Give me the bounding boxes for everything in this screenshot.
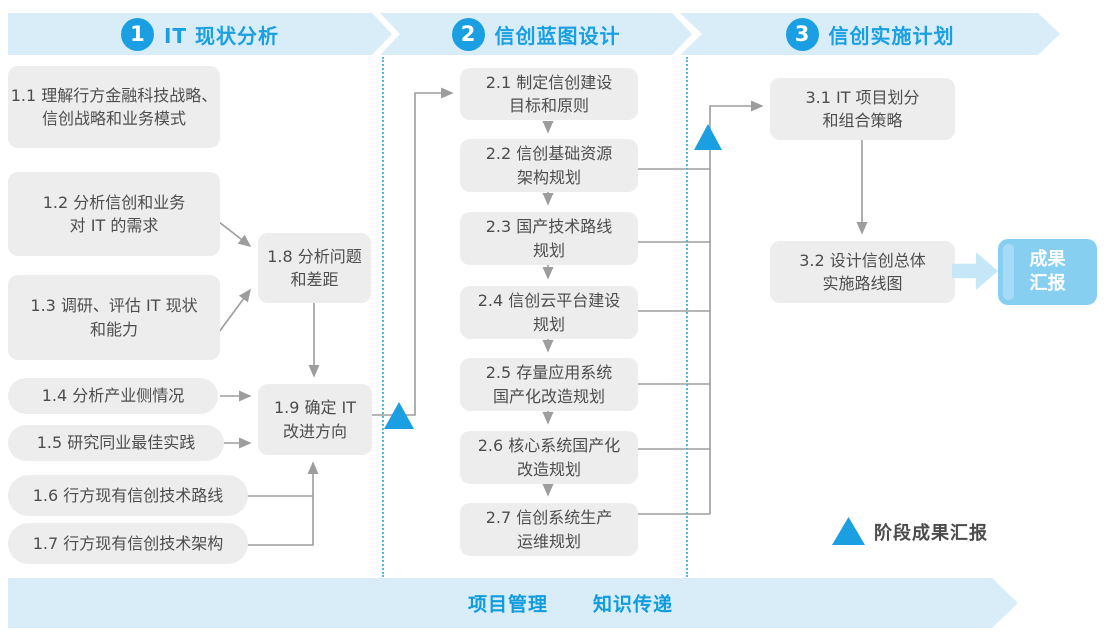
step-1-4: 1.4 分析产业侧情况 <box>8 378 218 414</box>
step-1-1: 1.1 理解行方金融科技战略、 信创战略和业务模式 <box>8 66 220 148</box>
step-3-1: 3.1 IT 项目划分 和组合策略 <box>770 78 955 140</box>
step-2-6: 2.6 核心系统国产化 改造规划 <box>460 431 638 484</box>
phase-title-3: 信创实施计划 <box>828 23 955 48</box>
step-2-2: 2.2 信创基础资源 架构规划 <box>460 139 638 192</box>
step-2-5: 2.5 存量应用系统 国产化改造规划 <box>460 358 638 411</box>
legend-label: 阶段成果汇报 <box>874 523 988 544</box>
step-2-4: 2.4 信创云平台建设 规划 <box>460 286 638 339</box>
phase-banner-1: 1 IT 现状分析 <box>8 13 392 55</box>
phase-separator-1 <box>382 57 384 577</box>
step-2-7: 2.7 信创系统生产 运维规划 <box>460 503 638 556</box>
footer-knowledge-label: 知识传递 <box>593 593 674 616</box>
footer-banner: 项目管理 知识传递 <box>8 578 1018 628</box>
step-1-3: 1.3 调研、评估 IT 现状 和能力 <box>8 275 220 360</box>
step-1-8: 1.8 分析问题 和差距 <box>258 233 371 303</box>
step-1-2: 1.2 分析信创和业务 对 IT 的需求 <box>8 172 220 256</box>
phase-banner-2: 2 信创蓝图设计 <box>380 13 692 55</box>
phase-title-1: IT 现状分析 <box>163 23 280 48</box>
report-box-label: 成果 汇报 <box>1029 248 1066 294</box>
phase-title-2: 信创蓝图设计 <box>494 23 621 48</box>
step-1-5: 1.5 研究同业最佳实践 <box>8 425 224 461</box>
step-2-1: 2.1 制定信创建设 目标和原则 <box>460 68 638 120</box>
step-1-7: 1.7 行方现有信创技术架构 <box>8 523 248 564</box>
phase-number-badge-3: 3 <box>786 18 819 51</box>
phase-banner-3: 3 信创实施计划 <box>680 13 1060 55</box>
step-1-6: 1.6 行方现有信创技术路线 <box>8 475 248 516</box>
footer-project-label: 项目管理 <box>468 593 549 616</box>
phase-number-badge-2: 2 <box>452 18 485 51</box>
step-2-3: 2.3 国产技术路线 规划 <box>460 212 638 265</box>
phase-number-badge-1: 1 <box>121 18 154 51</box>
report-box: 成果 汇报 <box>998 239 1097 305</box>
step-3-2: 3.2 设计信创总体 实施路线图 <box>770 241 955 303</box>
step-1-9: 1.9 确定 IT 改进方向 <box>258 384 372 455</box>
report-box-stripe <box>1003 244 1014 300</box>
phase-separator-2 <box>686 57 688 577</box>
